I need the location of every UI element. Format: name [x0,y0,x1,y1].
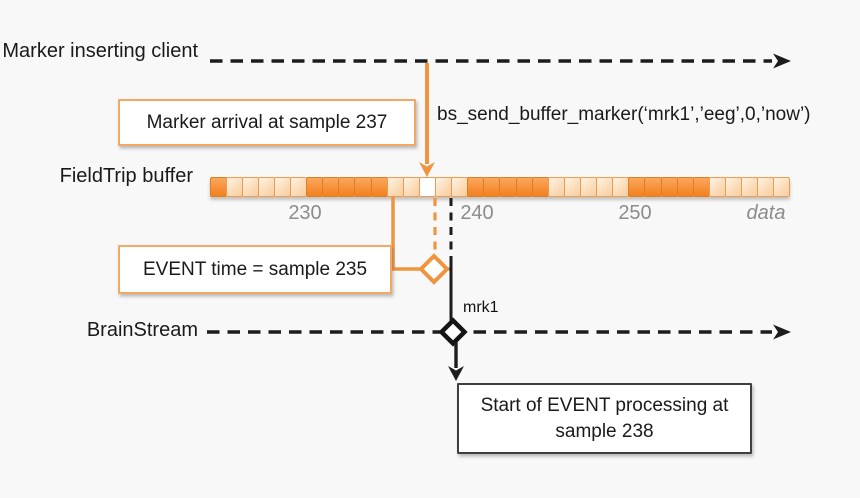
buffer-cell [531,177,549,197]
buffer-cell [515,177,533,197]
buffer-data-label: data [746,202,786,224]
buffer-cell [773,177,791,197]
brainstream-timeline-arrowhead-icon [773,324,791,340]
processing-start-callout-label: Start of EVENT processing at sample 238 [480,394,729,442]
buffer-cell [467,177,485,197]
buffer-cell [209,177,227,197]
marker-arrival-callout-box: Marker arrival at sample 237 [118,99,416,146]
buffer-cell [386,177,404,197]
buffer-tick-230: 230 [288,202,322,224]
buffer-cell [483,177,501,197]
brainstream-marker-diamond-icon [438,317,468,347]
processing-arrowhead-icon [448,366,464,381]
lane-label-brainstream: BrainStream [86,319,198,341]
buffer-cell [322,177,340,197]
lane-label-marker-inserting-client: Marker inserting client [2,40,198,62]
buffer-cell [354,177,372,197]
marker-arrival-arrowhead-icon [419,162,435,177]
buffer-cell [402,177,420,197]
buffer-cell [741,177,759,197]
fieldtrip-buffer-bar [209,177,791,197]
marker-arrival-callout-label: Marker arrival at sample 237 [146,111,388,133]
buffer-cell [612,177,630,197]
buffer-tick-240: 240 [460,202,494,224]
buffer-cell [708,177,726,197]
buffer-cell [370,177,388,197]
buffer-cell [290,177,308,197]
buffer-cell [241,177,259,197]
buffer-cell [435,177,453,197]
buffer-cell [563,177,582,197]
buffer-marker-call-code: bs_send_buffer_marker(‘mrk1’,’eeg’,0,’no… [437,104,811,125]
buffer-cell [660,177,678,197]
buffer-cell [257,177,275,197]
buffer-cell [306,177,324,197]
event-time-callout-box: EVENT time = sample 235 [118,245,392,294]
lane-label-fieldtrip-buffer: FieldTrip buffer [59,165,193,187]
buffer-cell [725,177,743,197]
buffer-cell [451,177,469,197]
buffer-cell [692,177,710,197]
client-timeline-arrowhead-icon [773,53,791,69]
event-time-diamond-icon [418,253,450,285]
buffer-cell [338,177,356,197]
buffer-cell [628,177,646,197]
processing-start-callout-box: Start of EVENT processing at sample 238 [457,383,752,454]
buffer-cell [273,177,292,197]
buffer-cell [757,177,775,197]
buffer-cell-marker-sample [418,177,437,197]
buffer-tick-250: 250 [618,202,652,224]
buffer-cell [580,177,598,197]
buffer-cell [225,177,243,197]
buffer-cell [499,177,517,197]
buffer-cell [596,177,614,197]
buffer-cell [644,177,662,197]
event-time-callout-label: EVENT time = sample 235 [142,258,368,280]
buffer-cell [547,177,565,197]
buffer-cell [676,177,694,197]
marker-name-label: mrk1 [463,299,499,316]
